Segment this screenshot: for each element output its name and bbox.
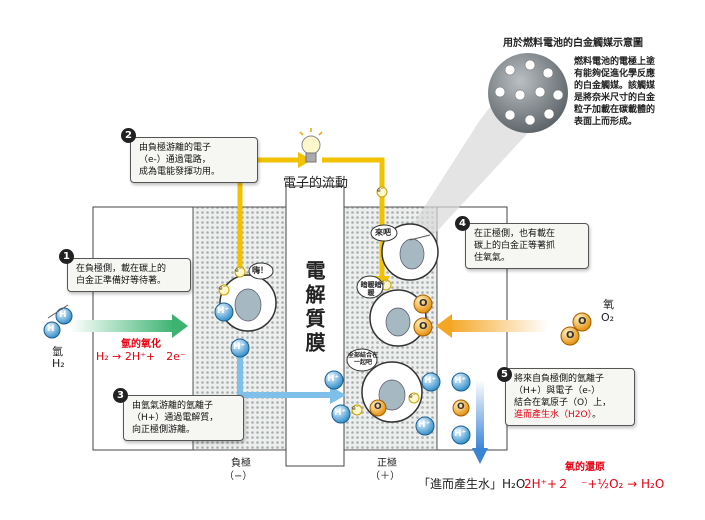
oxygen-inflow-arrow — [448, 320, 548, 332]
proton-label: H⁺ — [233, 342, 246, 352]
oxygen-particles — [369, 294, 470, 417]
speech-bubble-left — [248, 262, 274, 280]
oxygen-name: 氧 — [603, 298, 614, 311]
oxygen-atom-label: O — [419, 298, 428, 309]
speech-bubble-right-mid — [356, 275, 384, 299]
oxidation-title: 氫的氧化 — [121, 339, 161, 350]
membrane-label: 電解質膜 — [302, 260, 326, 356]
callout-5: 將來自負極側的氫離子 （H+）與電子（e-） 結合在氧原子（O）上， 進而產生水… — [505, 368, 635, 426]
speech-right-top-text: 來吧 — [375, 228, 391, 237]
hydrogen-name: 氫 — [52, 345, 63, 358]
inset-description: 燃料電池的電極上塗 有能夠促進化學反應 的白金觸媒。該觸媒 是將奈米尺寸的白金 … — [574, 57, 656, 127]
step-number-4: 4 — [455, 216, 470, 231]
hydrogen-inflow-arrow — [70, 320, 175, 332]
oxygen-atom-label: O — [419, 321, 428, 332]
callout-2: 由負極游離的電子 （e-）通過電路， 成為電能發揮功用。 — [130, 137, 258, 183]
step-number-2: 2 — [121, 128, 136, 143]
electron-label: e⁻ — [219, 285, 226, 292]
hydrogen-formula: H₂ — [52, 357, 65, 370]
anode-sign: （−） — [224, 471, 253, 482]
callout-4: 在正極側，也有載在 碳上的白金正等著抓 住氧氣。 — [465, 223, 589, 269]
reduction-title: 氧的還原 — [565, 462, 605, 473]
proton-label: H⁺ — [334, 408, 347, 418]
hydrogen-atom-label: H — [47, 324, 55, 334]
light-bulb-icon — [299, 128, 323, 163]
speech-bubble-right-top — [370, 224, 398, 242]
anode-label: 負極 — [231, 458, 251, 469]
speech-right-bottom-text: 全部結合在一起吧 — [348, 352, 379, 366]
oxygen-atom — [560, 326, 580, 346]
cathode-sign: （＋） — [370, 471, 400, 482]
step-number-3: 3 — [113, 388, 128, 403]
hydrogen-atom — [43, 321, 61, 339]
proton-label: H⁺ — [327, 374, 340, 384]
proton-label: H⁺ — [454, 429, 467, 439]
water-outflow-arrow — [476, 380, 484, 450]
oxygen-atom-label: O — [457, 402, 465, 412]
cathode-label: 正極 — [377, 458, 397, 469]
proton-particles — [214, 302, 471, 445]
speech-bubble-right-bottom — [346, 348, 378, 372]
platinum-particles — [494, 59, 564, 126]
oxygen-atom-label: O — [374, 402, 382, 412]
oxygen-formula: O₂ — [601, 311, 615, 324]
speech-left-text: 嗨！ — [252, 266, 268, 275]
electron-label: e⁻ — [235, 267, 242, 274]
oxygen-atom-label: O — [566, 330, 575, 341]
proton-label: H⁺ — [424, 376, 437, 386]
oxygen-atom-label: O — [578, 316, 587, 327]
oxygen-atom — [572, 312, 592, 332]
hydrogen-atom-label: H — [59, 310, 67, 320]
proton-label: H⁺ — [418, 420, 431, 430]
step-number-1: 1 — [59, 249, 74, 264]
water-text: 「進而產生水」H₂O — [418, 477, 526, 491]
step-number-5: 5 — [497, 367, 512, 382]
electron-label: e⁻ — [381, 280, 388, 287]
speech-right-mid-text: 暗暖暗暖 — [360, 281, 382, 297]
reduction-equation: 2H⁺+２ ⁻+½O₂ → H₂O — [524, 477, 665, 491]
inset-title: 用於燃料電池的白金觸媒示意圖 — [503, 38, 643, 49]
electron-label: e⁻ — [352, 405, 359, 412]
proton-label: H⁺ — [217, 306, 230, 316]
electron-label: e⁻ — [409, 393, 416, 400]
proton-label: H⁺ — [454, 376, 467, 386]
electron-label: e⁻ — [377, 187, 384, 194]
electron-flow-label: 電子的流動 — [283, 176, 349, 191]
callout-3: 由氫氣游離的氫離子 （H+）通過電解質， 向正極側游離。 — [123, 395, 244, 441]
callout-1: 在負極側，載在碳上的 白金正準備好等待著。 — [67, 258, 191, 292]
oxidation-equation: H₂ → 2H⁺+ 2e⁻ — [96, 350, 186, 363]
